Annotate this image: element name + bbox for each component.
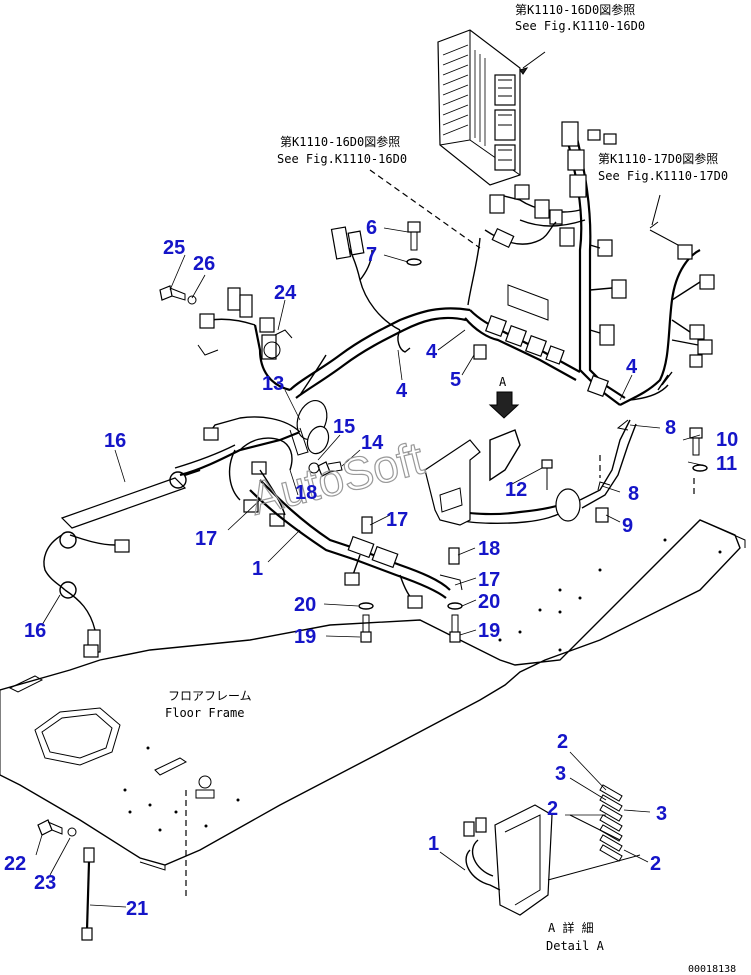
callout-24: 24 — [274, 282, 297, 304]
callout-26: 26 — [193, 253, 215, 275]
callout-23: 23 — [34, 872, 56, 894]
callout-19a: 19 — [294, 626, 316, 648]
callout-9: 9 — [622, 515, 633, 537]
callout-1a: 1 — [252, 558, 263, 580]
callout-20b: 20 — [478, 591, 500, 613]
upper-left-harness — [197, 226, 471, 399]
callout-2a: 2 — [557, 731, 568, 753]
callout-1b: 1 — [428, 833, 439, 855]
ref-right-en: See Fig.K1110-17D0 — [598, 169, 728, 183]
callout-17b: 17 — [386, 509, 408, 531]
right-lower-harness — [424, 391, 637, 526]
arrow-head — [519, 67, 529, 75]
lower-harness — [249, 479, 463, 609]
callout-8a: 8 — [665, 417, 676, 439]
callout-15: 15 — [333, 416, 355, 438]
callout-17c: 17 — [478, 569, 500, 591]
callout-7: 7 — [366, 244, 377, 266]
fasteners — [37, 221, 708, 941]
callout-4c: 4 — [626, 356, 638, 378]
ref-right-jp: 第K1110-17D0図参照 — [598, 151, 718, 166]
frame-label-en: Floor Frame — [165, 706, 244, 720]
callout-4b: 4 — [396, 380, 408, 402]
callout-16a: 16 — [104, 430, 126, 452]
callout-11: 11 — [716, 453, 737, 475]
detail-label-en: Detail A — [546, 939, 605, 953]
ref-leader-top — [522, 51, 546, 69]
drawing-code: 00018138 — [688, 964, 736, 975]
frame-label-jp: フロアフレーム — [168, 689, 252, 703]
callout-10: 10 — [716, 429, 738, 451]
callout-3a: 3 — [555, 763, 566, 785]
main-harness-trunk — [489, 121, 627, 406]
callout-13: 13 — [262, 373, 284, 395]
callout-21: 21 — [126, 898, 148, 920]
callout-18a: 18 — [295, 482, 317, 504]
detail-a — [463, 784, 641, 916]
detail-label-jp: A 詳 細 — [548, 920, 594, 935]
callout-20a: 20 — [294, 594, 316, 616]
callout-2c: 2 — [650, 853, 661, 875]
dashed-leaders — [185, 169, 695, 900]
center-harness — [464, 221, 610, 398]
middle-harness — [174, 400, 330, 527]
callout-14: 14 — [361, 432, 384, 454]
ref-top-en: See Fig.K1110-16D0 — [515, 19, 645, 33]
ref-top-jp: 第K1110-16D0図参照 — [515, 2, 635, 17]
controller-box — [437, 29, 521, 186]
callout-3b: 3 — [656, 803, 667, 825]
callout-18b: 18 — [478, 538, 500, 560]
callout-19b: 19 — [478, 620, 500, 642]
callout-17a: 17 — [195, 528, 217, 550]
floor-frame — [0, 519, 746, 871]
callout-25: 25 — [163, 237, 185, 259]
callout-2b: 2 — [547, 798, 558, 820]
callout-numbers: 25 26 24 6 7 4 4 5 4 13 16 15 14 18 12 8… — [4, 217, 738, 920]
callout-8b: 8 — [628, 483, 639, 505]
callout-22: 22 — [4, 853, 26, 875]
ref-mid-jp: 第K1110-16D0図参照 — [280, 134, 400, 149]
callout-leaders — [35, 227, 707, 908]
right-branch-harness — [619, 194, 715, 406]
ref-mid-en: See Fig.K1110-16D0 — [277, 152, 407, 166]
callout-6: 6 — [366, 217, 377, 239]
view-letter: A — [499, 375, 507, 389]
left-long-harness — [43, 468, 201, 658]
callout-5: 5 — [450, 369, 461, 391]
callout-12: 12 — [505, 479, 527, 501]
callout-4a: 4 — [426, 341, 438, 363]
callout-16b: 16 — [24, 620, 46, 642]
